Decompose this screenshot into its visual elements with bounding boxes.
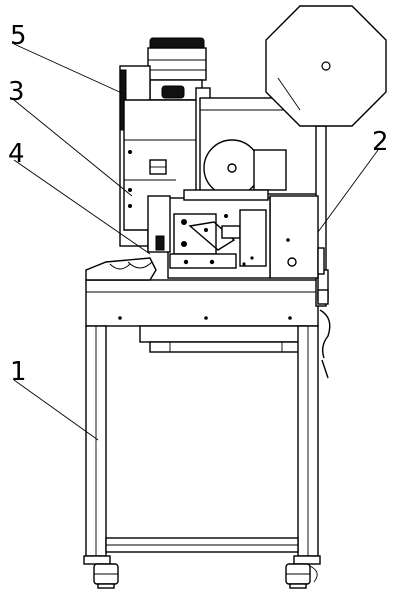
pulley-disc	[203, 139, 287, 197]
callout-1: 1	[10, 357, 27, 387]
callout-5: 5	[10, 21, 27, 51]
callout-4: 4	[8, 139, 25, 169]
leader-line-4	[13, 159, 151, 255]
caster-wheel-left	[93, 563, 119, 589]
reel	[265, 5, 387, 127]
feeder-box	[269, 195, 325, 279]
callout-labels: 1 2 3 4 5	[8, 21, 389, 387]
caster-wheel-right	[285, 563, 318, 589]
leader-line-3	[13, 99, 133, 197]
leader-lines	[13, 43, 379, 441]
callout-2: 2	[372, 127, 389, 157]
applicator	[85, 189, 271, 281]
leader-line-5	[13, 43, 125, 95]
cable-right	[319, 309, 331, 379]
leader-line-1	[13, 379, 99, 441]
callout-3: 3	[8, 77, 25, 107]
leader-line-2	[317, 149, 379, 233]
table-frame	[83, 279, 321, 565]
